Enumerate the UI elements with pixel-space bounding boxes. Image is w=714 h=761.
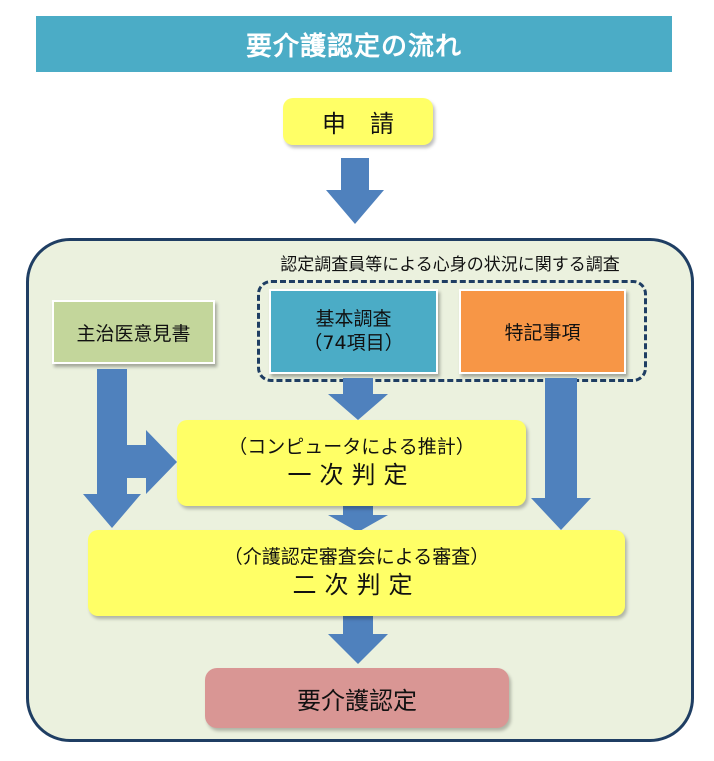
arrow-basic-down — [328, 378, 388, 420]
survey-caption: 認定調査員等による心身の状況に関する調査 — [280, 255, 620, 275]
secondary-judgment-box: （介護認定審査会による審査） 二次判定 — [88, 530, 625, 616]
apply-label: 申請 — [322, 110, 418, 138]
primary-judgment-label: 一次判定 — [287, 460, 416, 489]
arrow-special-down — [531, 378, 591, 530]
apply-box: 申請 — [283, 98, 433, 145]
special-notes-box: 特記事項 — [459, 289, 626, 374]
primary-judgment-box: （コンピュータによる推計） 一次判定 — [177, 420, 526, 506]
arrow-doctor-right — [127, 430, 177, 494]
doctor-opinion-label: 主治医意見書 — [76, 322, 191, 345]
doctor-opinion-box: 主治医意見書 — [52, 300, 215, 364]
title-bar: 要介護認定の流れ — [36, 16, 672, 72]
page-title: 要介護認定の流れ — [245, 31, 462, 62]
arrow-secondary-down — [328, 616, 388, 664]
final-certification-label: 要介護認定 — [297, 686, 417, 715]
primary-judgment-sub: （コンピュータによる推計） — [228, 436, 475, 459]
basic-survey-box: 基本調査 （74項目） — [269, 289, 438, 374]
special-notes-label: 特記事項 — [504, 322, 581, 344]
arrow-primary-down — [328, 506, 388, 532]
arrow-doctor-down — [83, 369, 141, 528]
arrow-apply-down — [326, 158, 384, 224]
basic-survey-label: 基本調査 — [315, 307, 392, 330]
secondary-judgment-label: 二次判定 — [292, 570, 421, 599]
final-certification-box: 要介護認定 — [205, 668, 509, 728]
basic-survey-count: （74項目） — [303, 331, 404, 354]
survey-group-outline — [257, 280, 647, 382]
secondary-judgment-sub: （介護認定審査会による審査） — [223, 546, 490, 569]
